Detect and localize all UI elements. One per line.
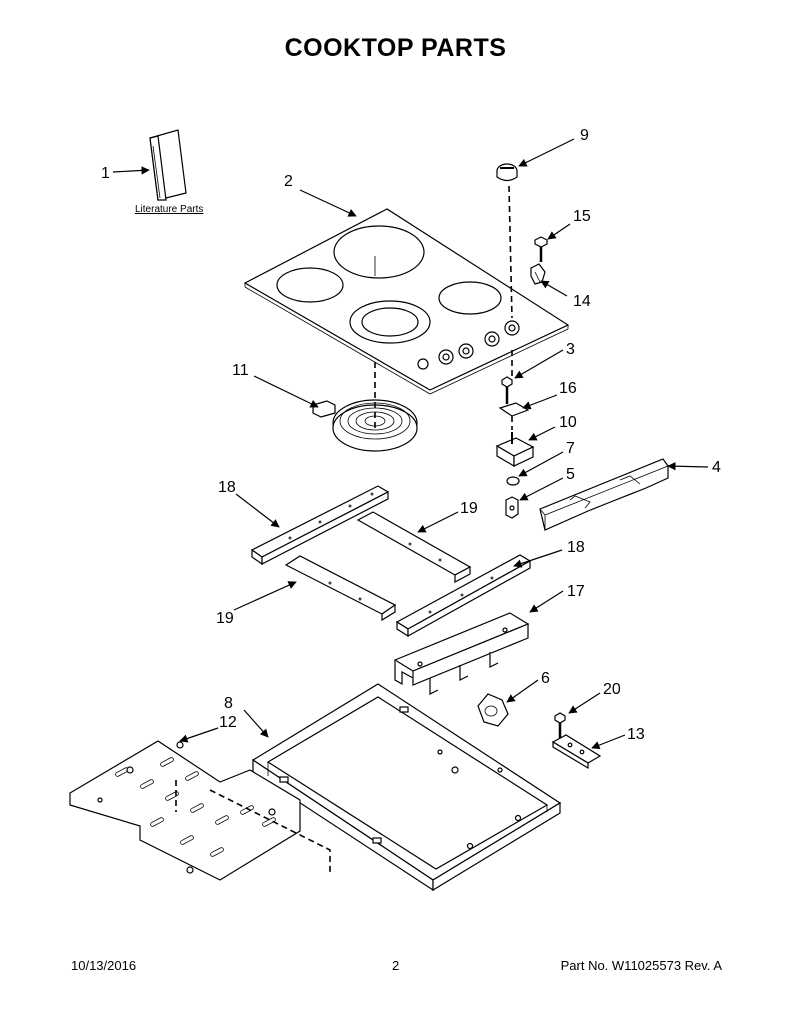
- callout-19-lower: 19: [216, 610, 234, 627]
- part-screw-20: [554, 712, 566, 738]
- part-screw-3: [501, 350, 513, 404]
- part-insulation-12: [69, 740, 331, 881]
- part-nut-7: [506, 476, 520, 486]
- footer-page-number: 2: [392, 958, 400, 973]
- part-rail-19-upper: [356, 511, 472, 583]
- part-bracket-4: [539, 458, 669, 531]
- callout-18-left: 18: [218, 479, 236, 496]
- callouts: 1 2 3 4 5 6 7 8 9 10 11 12 13 14 15 16 1…: [101, 127, 721, 743]
- control-knob-markings: [417, 320, 520, 370]
- part-infinite-switch: [495, 432, 535, 468]
- part-radiant-element: [312, 362, 418, 452]
- callout-17: 17: [567, 583, 585, 600]
- callout-3: 3: [566, 341, 575, 358]
- leader-lines: [112, 138, 709, 750]
- part-knob: [496, 163, 518, 319]
- footer-date: 10/13/2016: [71, 958, 137, 973]
- callout-16: 16: [559, 380, 577, 397]
- callout-13: 13: [627, 726, 645, 743]
- callout-10: 10: [559, 414, 577, 431]
- page-title: COOKTOP PARTS: [284, 34, 507, 62]
- part-literature: Literature Parts: [135, 129, 203, 215]
- callout-20: 20: [603, 681, 621, 698]
- callout-8: 8: [224, 695, 233, 712]
- footer-part-number: Part No. W11025573 Rev. A: [560, 958, 722, 973]
- part-bracket-13: [551, 734, 602, 770]
- part-clip-14: [530, 263, 546, 285]
- part-rail-19-lower: [284, 555, 397, 622]
- callout-18-right: 18: [567, 539, 585, 556]
- callout-5: 5: [566, 466, 575, 483]
- part-rail-18-left: [250, 485, 390, 566]
- callout-15: 15: [573, 208, 591, 225]
- callout-19-upper: 19: [460, 500, 478, 517]
- part-screw-15: [534, 236, 548, 262]
- callout-14: 14: [573, 293, 591, 310]
- literature-parts-label: Literature Parts: [135, 204, 203, 215]
- part-bracket-17: [393, 612, 530, 695]
- part-bracket-5: [505, 496, 519, 519]
- part-cooktop-glass: [243, 208, 570, 395]
- callout-6: 6: [541, 670, 550, 687]
- callout-11: 11: [232, 362, 249, 379]
- callout-1: 1: [101, 165, 110, 182]
- callout-2: 2: [284, 173, 293, 190]
- callout-7: 7: [566, 440, 575, 457]
- callout-9: 9: [580, 127, 589, 144]
- part-box-8: [251, 683, 562, 892]
- callout-4: 4: [712, 459, 721, 476]
- part-6-connector: [477, 693, 509, 727]
- callout-12: 12: [219, 714, 237, 731]
- part-plate-16: [498, 402, 530, 430]
